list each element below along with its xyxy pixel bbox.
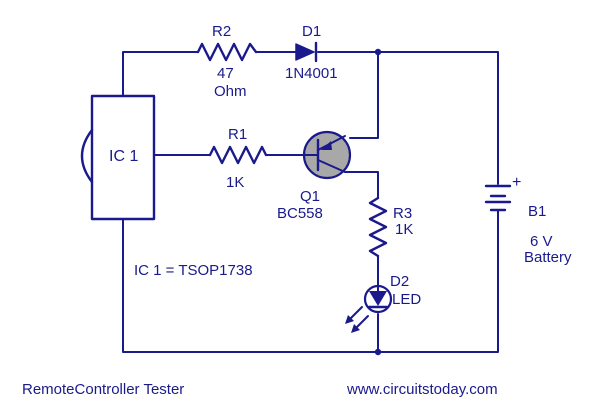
battery-b1: + B1 6 V Battery xyxy=(484,174,572,266)
b1-voltage: 6 V xyxy=(530,233,553,250)
resistor-r1: R1 1K xyxy=(208,126,268,191)
q1-emitter-arrow xyxy=(321,141,332,150)
d2-triangle xyxy=(369,291,387,306)
wire-collector-to-r3 xyxy=(344,171,379,199)
r2-zigzag xyxy=(196,42,258,62)
d2-part: LED xyxy=(392,291,421,308)
footer-website: www.circuitstoday.com xyxy=(346,381,498,398)
wire-top-junction-to-battery xyxy=(377,51,499,185)
r3-label: R3 xyxy=(393,205,412,222)
wires xyxy=(122,51,499,353)
r1-value: 1K xyxy=(226,174,244,191)
ic1-label: IC 1 xyxy=(109,148,138,165)
ic1-part-note: IC 1 = TSOP1738 xyxy=(134,262,253,279)
wire-ic1-top-to-r2 xyxy=(122,51,199,97)
resistor-r2: R2 47 Ohm xyxy=(196,23,258,100)
q1-part: BC558 xyxy=(277,205,323,222)
transistor-q1: Q1 BC558 xyxy=(277,130,352,222)
footer-title: RemoteController Tester xyxy=(22,381,184,398)
ic1-lens-icon xyxy=(80,128,94,184)
r2-label: R2 xyxy=(212,23,231,40)
q1-emitter-lead xyxy=(317,135,346,151)
ic1-sensor: IC 1 xyxy=(80,94,156,221)
d2-label: D2 xyxy=(390,273,409,290)
r1-label: R1 xyxy=(228,126,247,143)
b1-plus-sign: + xyxy=(512,174,521,191)
led-d2: D2 LED xyxy=(345,273,421,333)
diode-d1: D1 1N4001 xyxy=(285,23,338,82)
d2-light-arrowhead-2 xyxy=(351,324,360,333)
b1-label: B1 xyxy=(528,203,546,220)
d1-part: 1N4001 xyxy=(285,65,338,82)
ic1-body xyxy=(90,94,156,221)
wire-bottom-rail xyxy=(122,209,499,353)
r3-value: 1K xyxy=(395,221,413,238)
resistor-r3: R3 1K xyxy=(368,196,413,258)
r2-value: 47 xyxy=(217,65,234,82)
r3-zigzag xyxy=(368,196,388,258)
q1-collector-lead xyxy=(317,159,346,173)
b1-type: Battery xyxy=(524,249,572,266)
d1-triangle xyxy=(295,43,315,61)
junction-dot-top xyxy=(374,48,382,56)
r1-zigzag xyxy=(208,145,268,165)
r2-unit: Ohm xyxy=(214,83,247,100)
d2-light-arrowhead-1 xyxy=(345,315,354,324)
wire-top-junction-to-emitter xyxy=(349,51,379,139)
q1-label: Q1 xyxy=(300,188,320,205)
d1-label: D1 xyxy=(302,23,321,40)
junction-dot-bottom xyxy=(374,348,382,356)
